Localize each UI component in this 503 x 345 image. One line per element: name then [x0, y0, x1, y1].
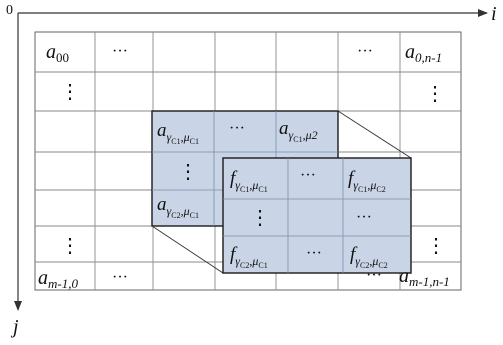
vdots-collast-top: ⋮	[425, 83, 445, 105]
hdots-rowlast-right: ···	[366, 267, 382, 284]
front-cell-r3c3: fγC2,μC2	[350, 244, 388, 270]
front-hdots-row2: ···	[356, 209, 372, 226]
vdots-collast-bottom: ⋮	[426, 235, 446, 257]
hdots-row0-right: ···	[357, 43, 373, 60]
origin-label: 0	[6, 3, 13, 18]
mid-cell-top-left: aγC1,μC1	[157, 120, 199, 146]
cell-a00: a00	[46, 41, 69, 65]
front-cell-r1c3: fγC1,μC2	[348, 168, 386, 194]
front-block	[222, 157, 412, 274]
front-hdots-row1: ···	[300, 167, 316, 184]
cell-am1n1: am-1,n-1	[399, 265, 450, 289]
mid-cell-top-right: aγC1,μ2	[279, 118, 318, 144]
mid-vdots: ⋮	[178, 161, 198, 183]
cell-am10: am-1,0	[38, 267, 78, 291]
vdots-col0-bottom: ⋮	[60, 235, 80, 257]
front-vdots: ⋮	[250, 207, 270, 229]
hdots-rowlast-left: ···	[112, 269, 128, 286]
front-hdots-row3: ···	[306, 245, 322, 262]
front-cell-r1c1: fγC1,μC1	[230, 168, 268, 194]
x-axis-label: i	[491, 3, 497, 25]
cell-a0n1: a0,n-1	[405, 41, 442, 65]
front-cell-r3c1: fγC2,μC1	[230, 244, 268, 270]
hdots-row0-left: ···	[112, 43, 128, 60]
y-axis-label: j	[10, 316, 19, 338]
mid-cell-bottom-left: aγC2,μC1	[157, 194, 199, 220]
vdots-col0-top: ⋮	[60, 81, 80, 103]
mid-hdots: ···	[229, 120, 245, 137]
